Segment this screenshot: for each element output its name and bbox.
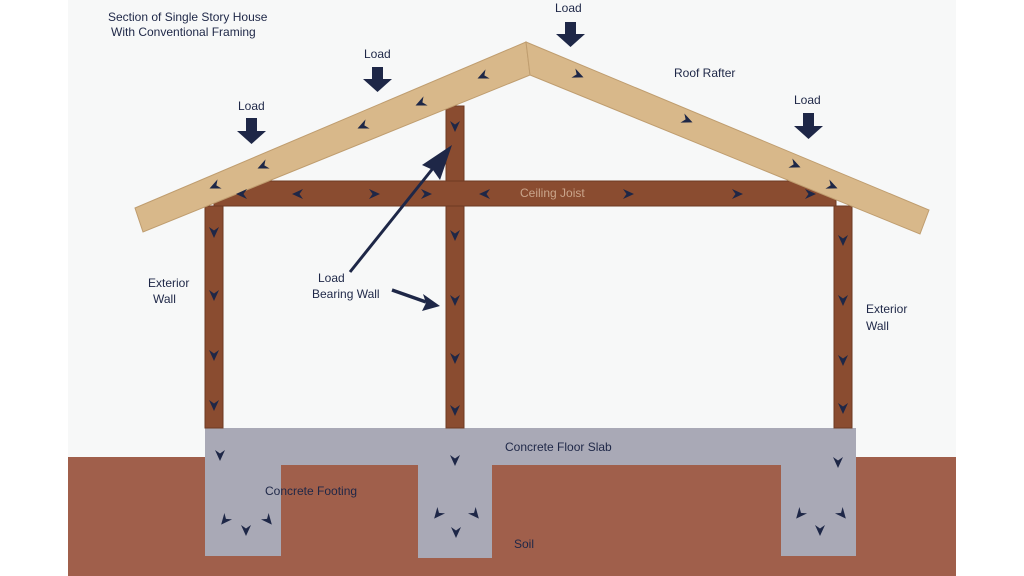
load-arrow-left-lower bbox=[237, 118, 266, 144]
load-arrow-right bbox=[794, 113, 823, 139]
roof-rafters bbox=[134, 41, 930, 235]
ceiling-joist-label: Ceiling Joist bbox=[520, 186, 585, 200]
concrete-foundation bbox=[205, 428, 856, 558]
concrete-footing-label: Concrete Footing bbox=[265, 484, 357, 498]
exterior-wall-right bbox=[833, 205, 853, 429]
pointer-head-to-wall bbox=[422, 294, 440, 311]
load-label-top: Load bbox=[555, 1, 582, 15]
load-bearing-wall-label-line2: Bearing Wall bbox=[312, 287, 380, 301]
exterior-wall-left-label-line2: Wall bbox=[153, 292, 176, 306]
exterior-wall-right-label-line2: Wall bbox=[866, 319, 889, 333]
exterior-wall-left-label-line1: Exterior bbox=[148, 276, 189, 290]
load-arrow-top bbox=[556, 22, 585, 47]
concrete-floor-slab-label: Concrete Floor Slab bbox=[505, 440, 612, 454]
diagram-title-line1: Section of Single Story House bbox=[108, 10, 268, 24]
roof-rafter-label: Roof Rafter bbox=[674, 66, 735, 80]
load-arrow-left-upper bbox=[363, 67, 392, 92]
concrete-footing-middle bbox=[418, 460, 492, 558]
exterior-wall-right-label-line1: Exterior bbox=[866, 302, 907, 316]
pointer-head-to-post bbox=[422, 145, 452, 180]
pointer-line-to-post bbox=[348, 161, 440, 273]
concrete-footing-left bbox=[205, 460, 281, 556]
load-label-left-upper: Load bbox=[364, 47, 391, 61]
load-label-right: Load bbox=[794, 93, 821, 107]
exterior-wall-left bbox=[204, 205, 224, 429]
concrete-footing-right bbox=[781, 460, 856, 556]
soil-label: Soil bbox=[514, 537, 534, 551]
load-label-left-lower: Load bbox=[238, 99, 265, 113]
load-arrows bbox=[237, 22, 823, 144]
concrete-floor-slab bbox=[205, 428, 856, 465]
diagram-title-line2: With Conventional Framing bbox=[111, 25, 256, 39]
load-bearing-wall-label-line1: Load bbox=[318, 271, 345, 285]
pointer-arrows bbox=[348, 145, 452, 311]
pointer-line-to-wall bbox=[391, 288, 427, 304]
roof-rafter-right bbox=[525, 41, 930, 235]
